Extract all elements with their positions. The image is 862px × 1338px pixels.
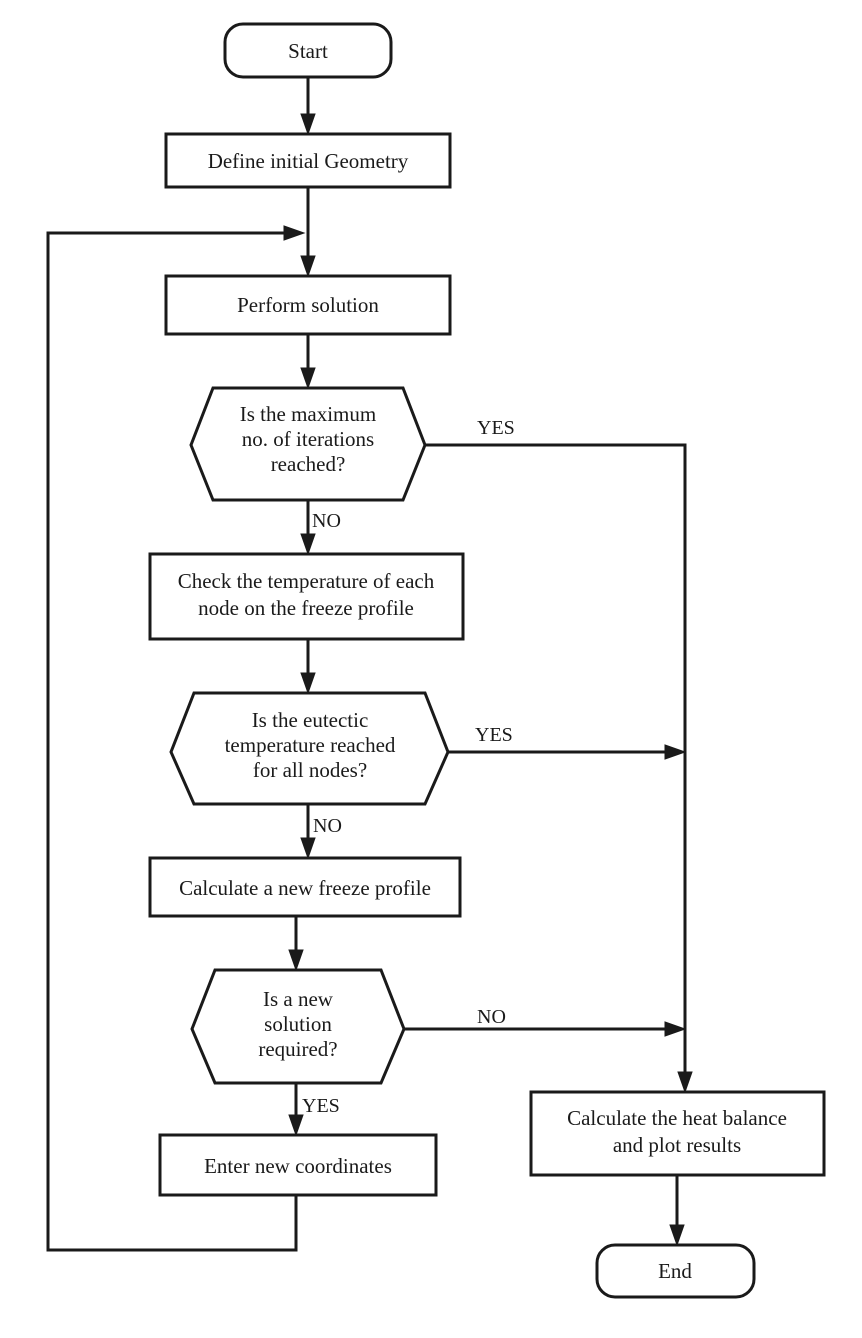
- arrowheads: [283, 113, 693, 1247]
- node-text-line: node on the freeze profile: [198, 596, 414, 620]
- arrowhead-down: [300, 255, 316, 278]
- node-text-line: Perform solution: [237, 293, 379, 317]
- connectors: [46, 77, 687, 1252]
- node-check-temperature-text: Check the temperature of each node on the…: [178, 569, 435, 620]
- node-text-line: Is a new: [263, 987, 334, 1011]
- node-end-text: End: [658, 1259, 692, 1283]
- edge-max-iterations-yes: [425, 443, 687, 1080]
- edge-loop-back: [46, 231, 298, 1252]
- node-new-freeze-profile-text: Calculate a new freeze profile: [179, 876, 431, 900]
- node-text-line: Is the maximum: [240, 402, 376, 426]
- arrowhead-down: [669, 1224, 685, 1247]
- node-text-line: temperature reached: [225, 733, 396, 757]
- node-define-geometry: Define initial Geometry: [164, 132, 452, 189]
- label-new-solution-yes: YES: [302, 1095, 340, 1117]
- node-text-line: required?: [258, 1037, 337, 1061]
- node-heat-balance-text: Calculate the heat balance and plot resul…: [567, 1106, 787, 1157]
- node-text-line: Enter new coordinates: [204, 1154, 392, 1178]
- node-new-freeze-profile: Calculate a new freeze profile: [148, 856, 462, 918]
- node-perform-solution-text: Perform solution: [237, 293, 379, 317]
- arrowhead-down: [300, 533, 316, 556]
- arrowhead-down: [288, 1114, 304, 1137]
- node-enter-coordinates: Enter new coordinates: [158, 1133, 438, 1197]
- node-enter-coordinates-text: Enter new coordinates: [204, 1154, 392, 1178]
- arrowhead-down: [300, 113, 316, 136]
- node-define-geometry-text: Define initial Geometry: [208, 149, 409, 173]
- arrowhead-right: [283, 225, 306, 241]
- label-new-solution-no: NO: [477, 1006, 506, 1028]
- node-heat-balance: Calculate the heat balance and plot resul…: [529, 1090, 826, 1177]
- arrowhead-down: [300, 367, 316, 390]
- arrowhead-down: [300, 837, 316, 860]
- arrowhead-down: [288, 949, 304, 972]
- node-check-temperature: Check the temperature of each node on the…: [148, 552, 465, 641]
- arrowhead-right: [664, 744, 687, 760]
- label-max-iterations-no: NO: [312, 510, 341, 532]
- node-text-line: solution: [264, 1012, 332, 1036]
- node-text-line: and plot results: [613, 1133, 741, 1157]
- arrowhead-down: [677, 1071, 693, 1094]
- arrowhead-right: [664, 1021, 687, 1037]
- node-text-line: for all nodes?: [253, 758, 367, 782]
- node-text-line: Define initial Geometry: [208, 149, 409, 173]
- node-text-line: End: [658, 1259, 692, 1283]
- label-max-iterations-yes: YES: [477, 417, 515, 439]
- node-text-line: Check the temperature of each: [178, 569, 435, 593]
- node-start-text: Start: [288, 39, 328, 63]
- node-text-line: Start: [288, 39, 328, 63]
- node-text-line: Calculate the heat balance: [567, 1106, 787, 1130]
- node-text-line: Calculate a new freeze profile: [179, 876, 431, 900]
- node-perform-solution: Perform solution: [164, 274, 452, 336]
- node-end: End: [595, 1243, 756, 1299]
- label-eutectic-no: NO: [313, 815, 342, 837]
- node-start: Start: [223, 22, 393, 79]
- label-eutectic-yes: YES: [475, 724, 513, 746]
- arrowhead-down: [300, 672, 316, 695]
- node-text-line: reached?: [271, 452, 346, 476]
- node-text-line: Is the eutectic: [252, 708, 369, 732]
- node-text-line: no. of iterations: [242, 427, 374, 451]
